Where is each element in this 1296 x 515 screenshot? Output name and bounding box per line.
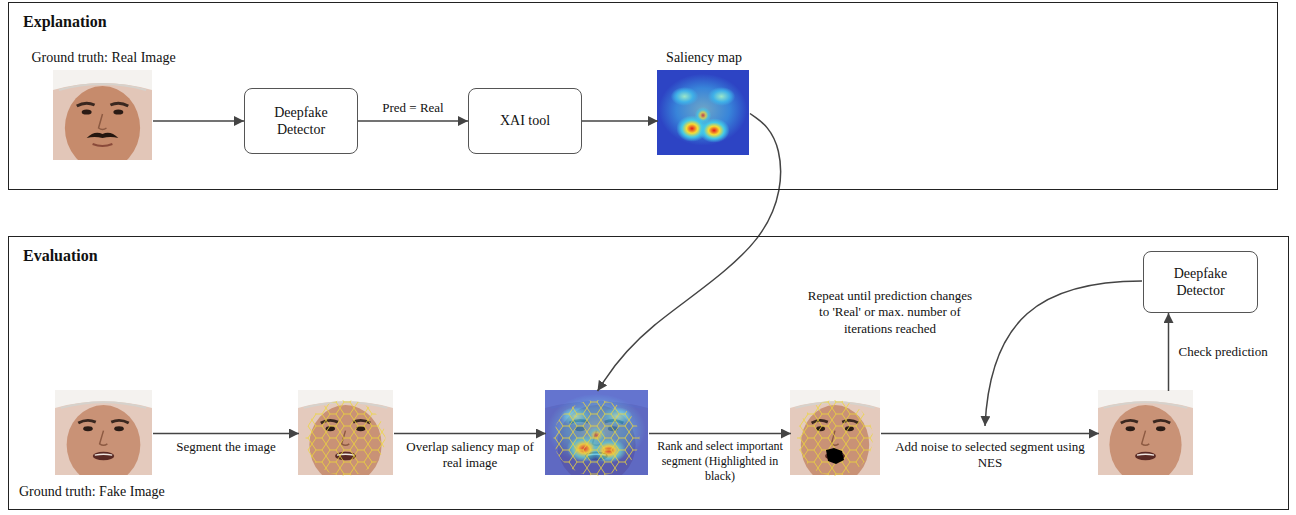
edge-label: Check prediction bbox=[1177, 344, 1270, 360]
detector-box: Deepfake Detector bbox=[244, 88, 358, 154]
connector-arrow bbox=[153, 433, 299, 435]
overlay-image bbox=[546, 391, 649, 476]
connector-arrow bbox=[881, 433, 1099, 435]
panel-title: Evaluation bbox=[23, 247, 98, 265]
noisy-face-image bbox=[1098, 390, 1193, 484]
image-caption: Saliency map bbox=[666, 50, 742, 67]
selected-segment-image bbox=[791, 391, 881, 476]
explanation-panel: ExplanationGround truth: Real ImageDeepf… bbox=[8, 2, 1278, 190]
segmented-face-image bbox=[298, 390, 393, 484]
box-label: XAI tool bbox=[500, 112, 550, 130]
connector-arrow bbox=[1168, 313, 1170, 391]
connector-arrow bbox=[649, 433, 791, 435]
connector-arrow bbox=[358, 120, 468, 122]
note-label: Repeat until prediction changes to 'Real… bbox=[805, 288, 975, 337]
connector-arrow bbox=[582, 120, 658, 122]
noisy-image bbox=[1099, 391, 1194, 476]
face-image: Ground truth: Real Image bbox=[54, 71, 153, 161]
xai-tool-box: XAI tool bbox=[468, 88, 582, 154]
fake-face-image bbox=[55, 390, 152, 484]
overlay-image bbox=[545, 390, 648, 484]
saliency-image: Saliency map bbox=[658, 71, 750, 156]
connector-arrow bbox=[153, 120, 244, 122]
selected-segment-image bbox=[790, 390, 880, 484]
image-caption: Ground truth: Fake Image bbox=[19, 484, 165, 501]
connector-arrow bbox=[598, 114, 781, 392]
edge-label: Overlap saliency map of real image bbox=[400, 439, 540, 472]
evaluation-panel: EvaluationGround truth: Fake Image Deepfa… bbox=[8, 236, 1289, 510]
face-image: Ground truth: Fake Image bbox=[56, 391, 153, 476]
connector-arrow bbox=[394, 433, 546, 435]
saliency-map-image bbox=[657, 70, 749, 155]
panel-title: Explanation bbox=[23, 13, 107, 31]
edge-label: Segment the image bbox=[159, 439, 293, 455]
box-label: Deepfake Detector bbox=[254, 104, 348, 139]
repeat-loop-arrow bbox=[985, 281, 1142, 426]
box-label: Deepfake Detector bbox=[1153, 265, 1248, 300]
edge-label: Add noise to selected segment using NES bbox=[887, 439, 1093, 472]
edge-label: Rank and select important segment (Highl… bbox=[655, 439, 785, 484]
detector-box: Deepfake Detector bbox=[1143, 251, 1258, 313]
edge-label: Pred = Real bbox=[364, 100, 462, 116]
segmented-image bbox=[299, 391, 394, 476]
image-caption: Ground truth: Real Image bbox=[31, 50, 175, 67]
real-face-image bbox=[53, 70, 152, 170]
